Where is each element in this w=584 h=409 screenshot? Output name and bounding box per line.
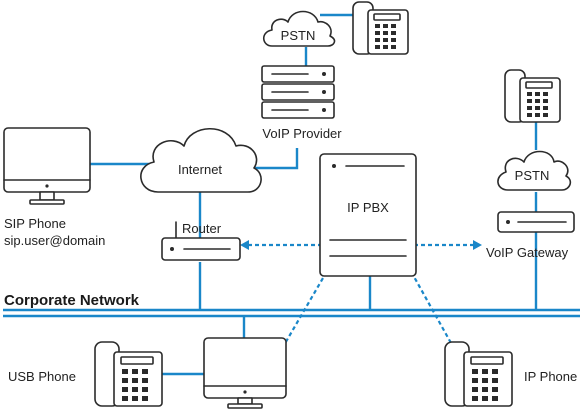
router-icon	[161, 221, 241, 261]
telephone-top	[352, 1, 409, 55]
telephone-icon	[444, 341, 513, 407]
ip-pbx: IP PBX	[319, 153, 417, 277]
monitor-icon	[3, 127, 91, 205]
server-rack-icon	[261, 65, 335, 119]
pstn-right-cloud: PSTN	[497, 150, 572, 191]
pstn-top-label: PSTN	[281, 28, 316, 43]
corporate-network-label: Corporate Network	[4, 292, 140, 309]
cloud-icon	[497, 150, 572, 191]
sip-phone-monitor: SIP Phone sip.user@domain	[3, 127, 105, 248]
gateway-icon	[497, 211, 575, 233]
arrow-left-icon	[240, 240, 249, 250]
voip-provider-server: VoIP Provider	[261, 65, 342, 141]
arrow-right-icon	[473, 240, 482, 250]
internet-label: Internet	[178, 162, 222, 177]
sip-phone-label: SIP Phone	[4, 216, 66, 231]
voip-gateway: VoIP Gateway	[486, 211, 575, 260]
router: Router	[161, 221, 241, 261]
pstn-right-label: PSTN	[515, 168, 550, 183]
cloud-icon	[140, 127, 262, 193]
ip-phone-label: IP Phone	[524, 369, 577, 384]
usb-phone: USB Phone	[8, 341, 163, 407]
dashed-pbx-ipphone	[407, 265, 457, 353]
cloud-icon	[262, 10, 336, 47]
voip-provider-label: VoIP Provider	[262, 126, 342, 141]
telephone-icon	[352, 1, 409, 55]
voip-gateway-label: VoIP Gateway	[486, 245, 569, 260]
telephone-icon	[94, 341, 163, 407]
ip-pbx-label: IP PBX	[347, 200, 389, 215]
pbx-tower-icon	[319, 153, 417, 277]
ip-phone: IP Phone	[444, 341, 577, 407]
usb-pc-monitor	[203, 337, 287, 409]
connections	[90, 13, 538, 376]
monitor-icon	[203, 337, 287, 409]
telephone-icon	[504, 69, 561, 123]
router-label: Router	[182, 221, 222, 236]
pstn-top-cloud: PSTN	[262, 10, 336, 47]
dashed-pbx-usbpc	[279, 265, 331, 353]
internet-cloud: Internet	[140, 127, 262, 193]
telephone-right	[504, 69, 561, 123]
corporate-network-bus	[3, 308, 580, 318]
link-provider-internet	[240, 148, 299, 170]
usb-phone-label: USB Phone	[8, 369, 76, 384]
sip-address-label: sip.user@domain	[4, 233, 105, 248]
